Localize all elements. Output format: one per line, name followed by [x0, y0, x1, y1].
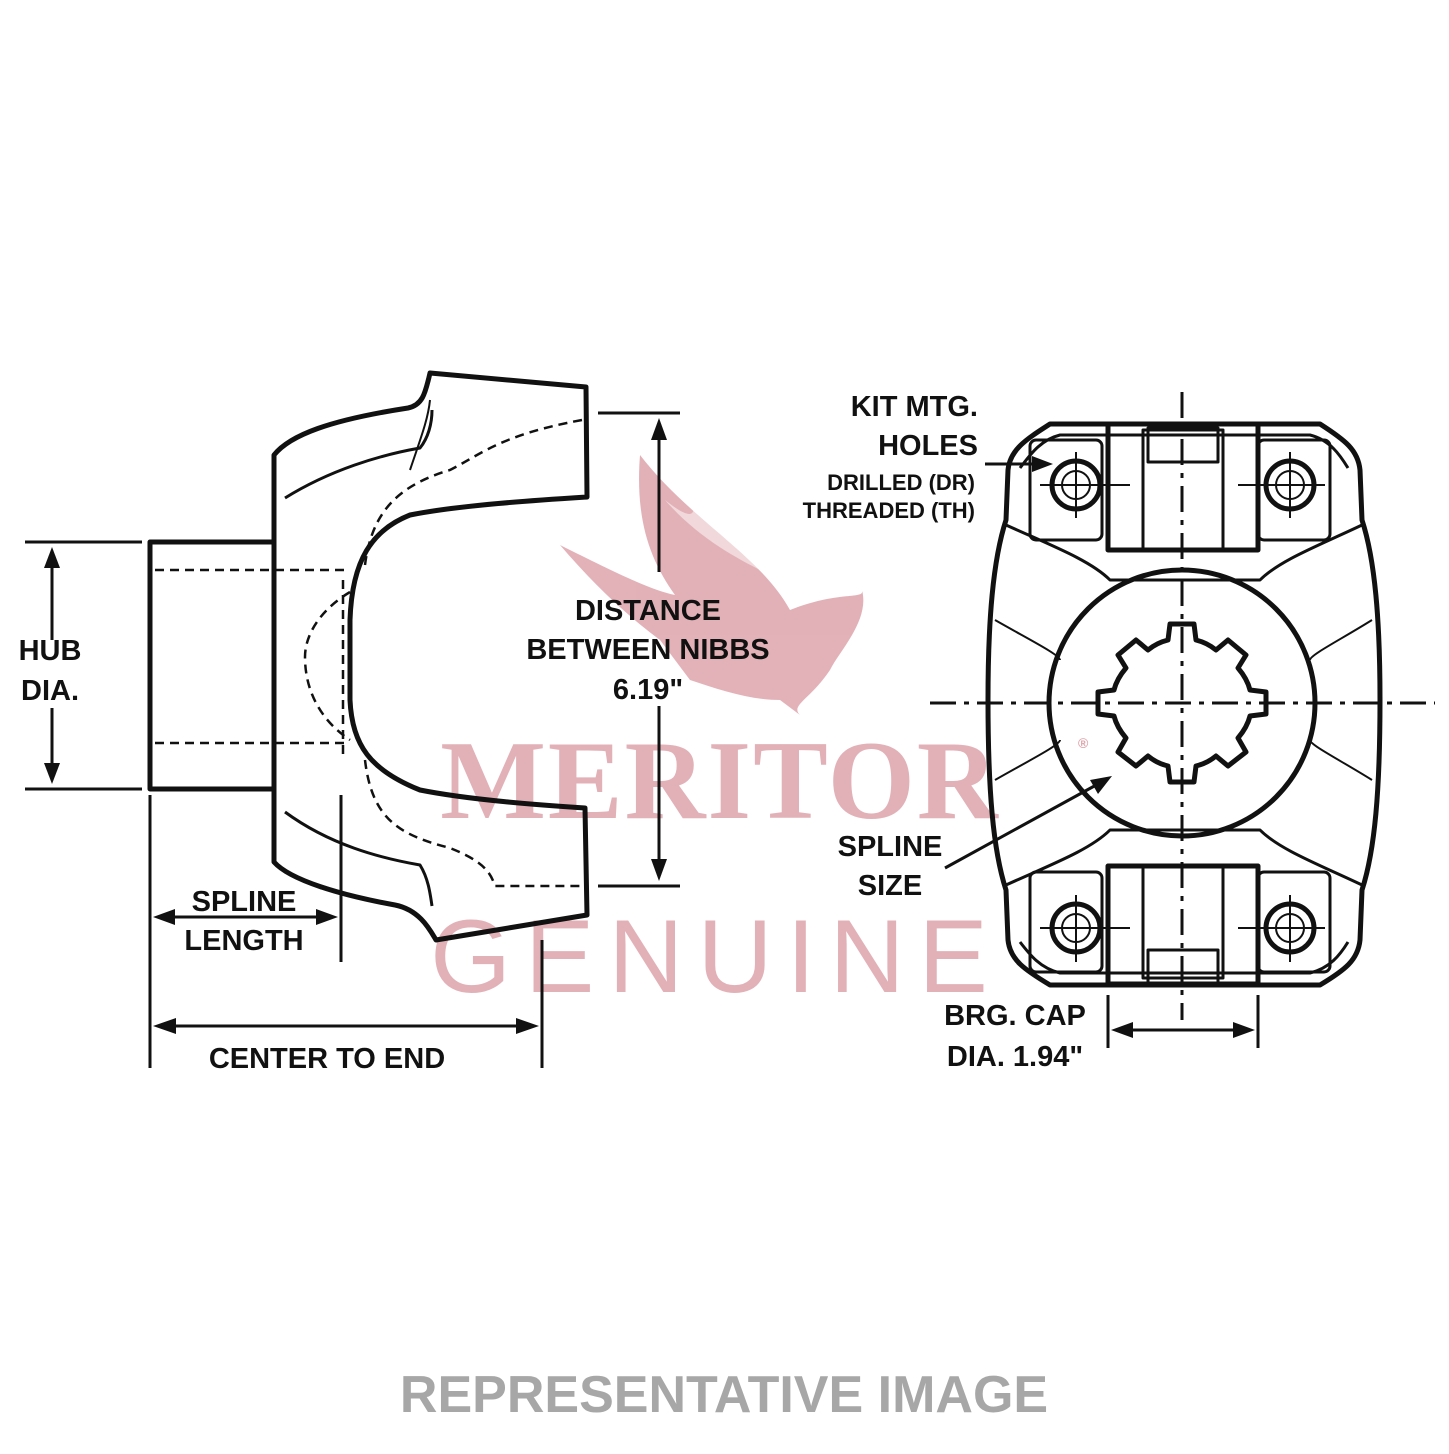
yoke-end-view: KIT MTG. HOLES DRILLED (DR) THREADED (TH… [803, 391, 1435, 1073]
spline-length-label-2: LENGTH [184, 925, 303, 957]
registered-mark: ® [1078, 735, 1089, 751]
spline-size-label-2: SIZE [858, 870, 922, 902]
drilled-label: DRILLED (DR) [827, 470, 975, 495]
distance-label-1: DISTANCE [575, 595, 721, 627]
kit-mtg-hole-bottom-left [1040, 895, 1130, 962]
spline-length-label-1: SPLINE [192, 886, 297, 918]
hub-outline [147, 539, 277, 792]
kit-mtg-label-2: HOLES [878, 430, 978, 462]
yoke-side-view: HUB DIA. DISTANCE BETWEEN NIBBS 6.19" SP… [19, 370, 770, 1075]
threaded-label: THREADED (TH) [803, 498, 975, 523]
hub-dia-label-1: HUB [19, 635, 82, 667]
watermark-tagline: GENUINE [430, 899, 1002, 1015]
kit-mtg-label-1: KIT MTG. [851, 391, 978, 423]
meritor-watermark: MERITOR ® GENUINE [430, 455, 1089, 1015]
meritor-bull-logo [560, 455, 864, 715]
brg-cap-label-2: DIA. 1.94" [947, 1041, 1083, 1073]
kit-mtg-hole-top-left [1040, 452, 1130, 518]
hub-dia-label-2: DIA. [21, 675, 79, 707]
center-to-end-label: CENTER TO END [209, 1043, 445, 1075]
kit-mtg-hole-bottom-right [1238, 895, 1325, 962]
end-view-outline [985, 421, 1383, 988]
distance-label-2: BETWEEN NIBBS [526, 634, 769, 666]
yoke-body-outline [271, 370, 590, 943]
spline-size-label-1: SPLINE [838, 831, 943, 863]
distance-value: 6.19" [613, 674, 683, 706]
watermark-brand: MERITOR [440, 719, 1000, 843]
representative-image-caption: REPRESENTATIVE IMAGE [400, 1366, 1048, 1424]
brg-cap-label-1: BRG. CAP [944, 1000, 1086, 1032]
kit-mtg-hole-top-right [1238, 452, 1325, 518]
spline-profile [1095, 621, 1269, 785]
